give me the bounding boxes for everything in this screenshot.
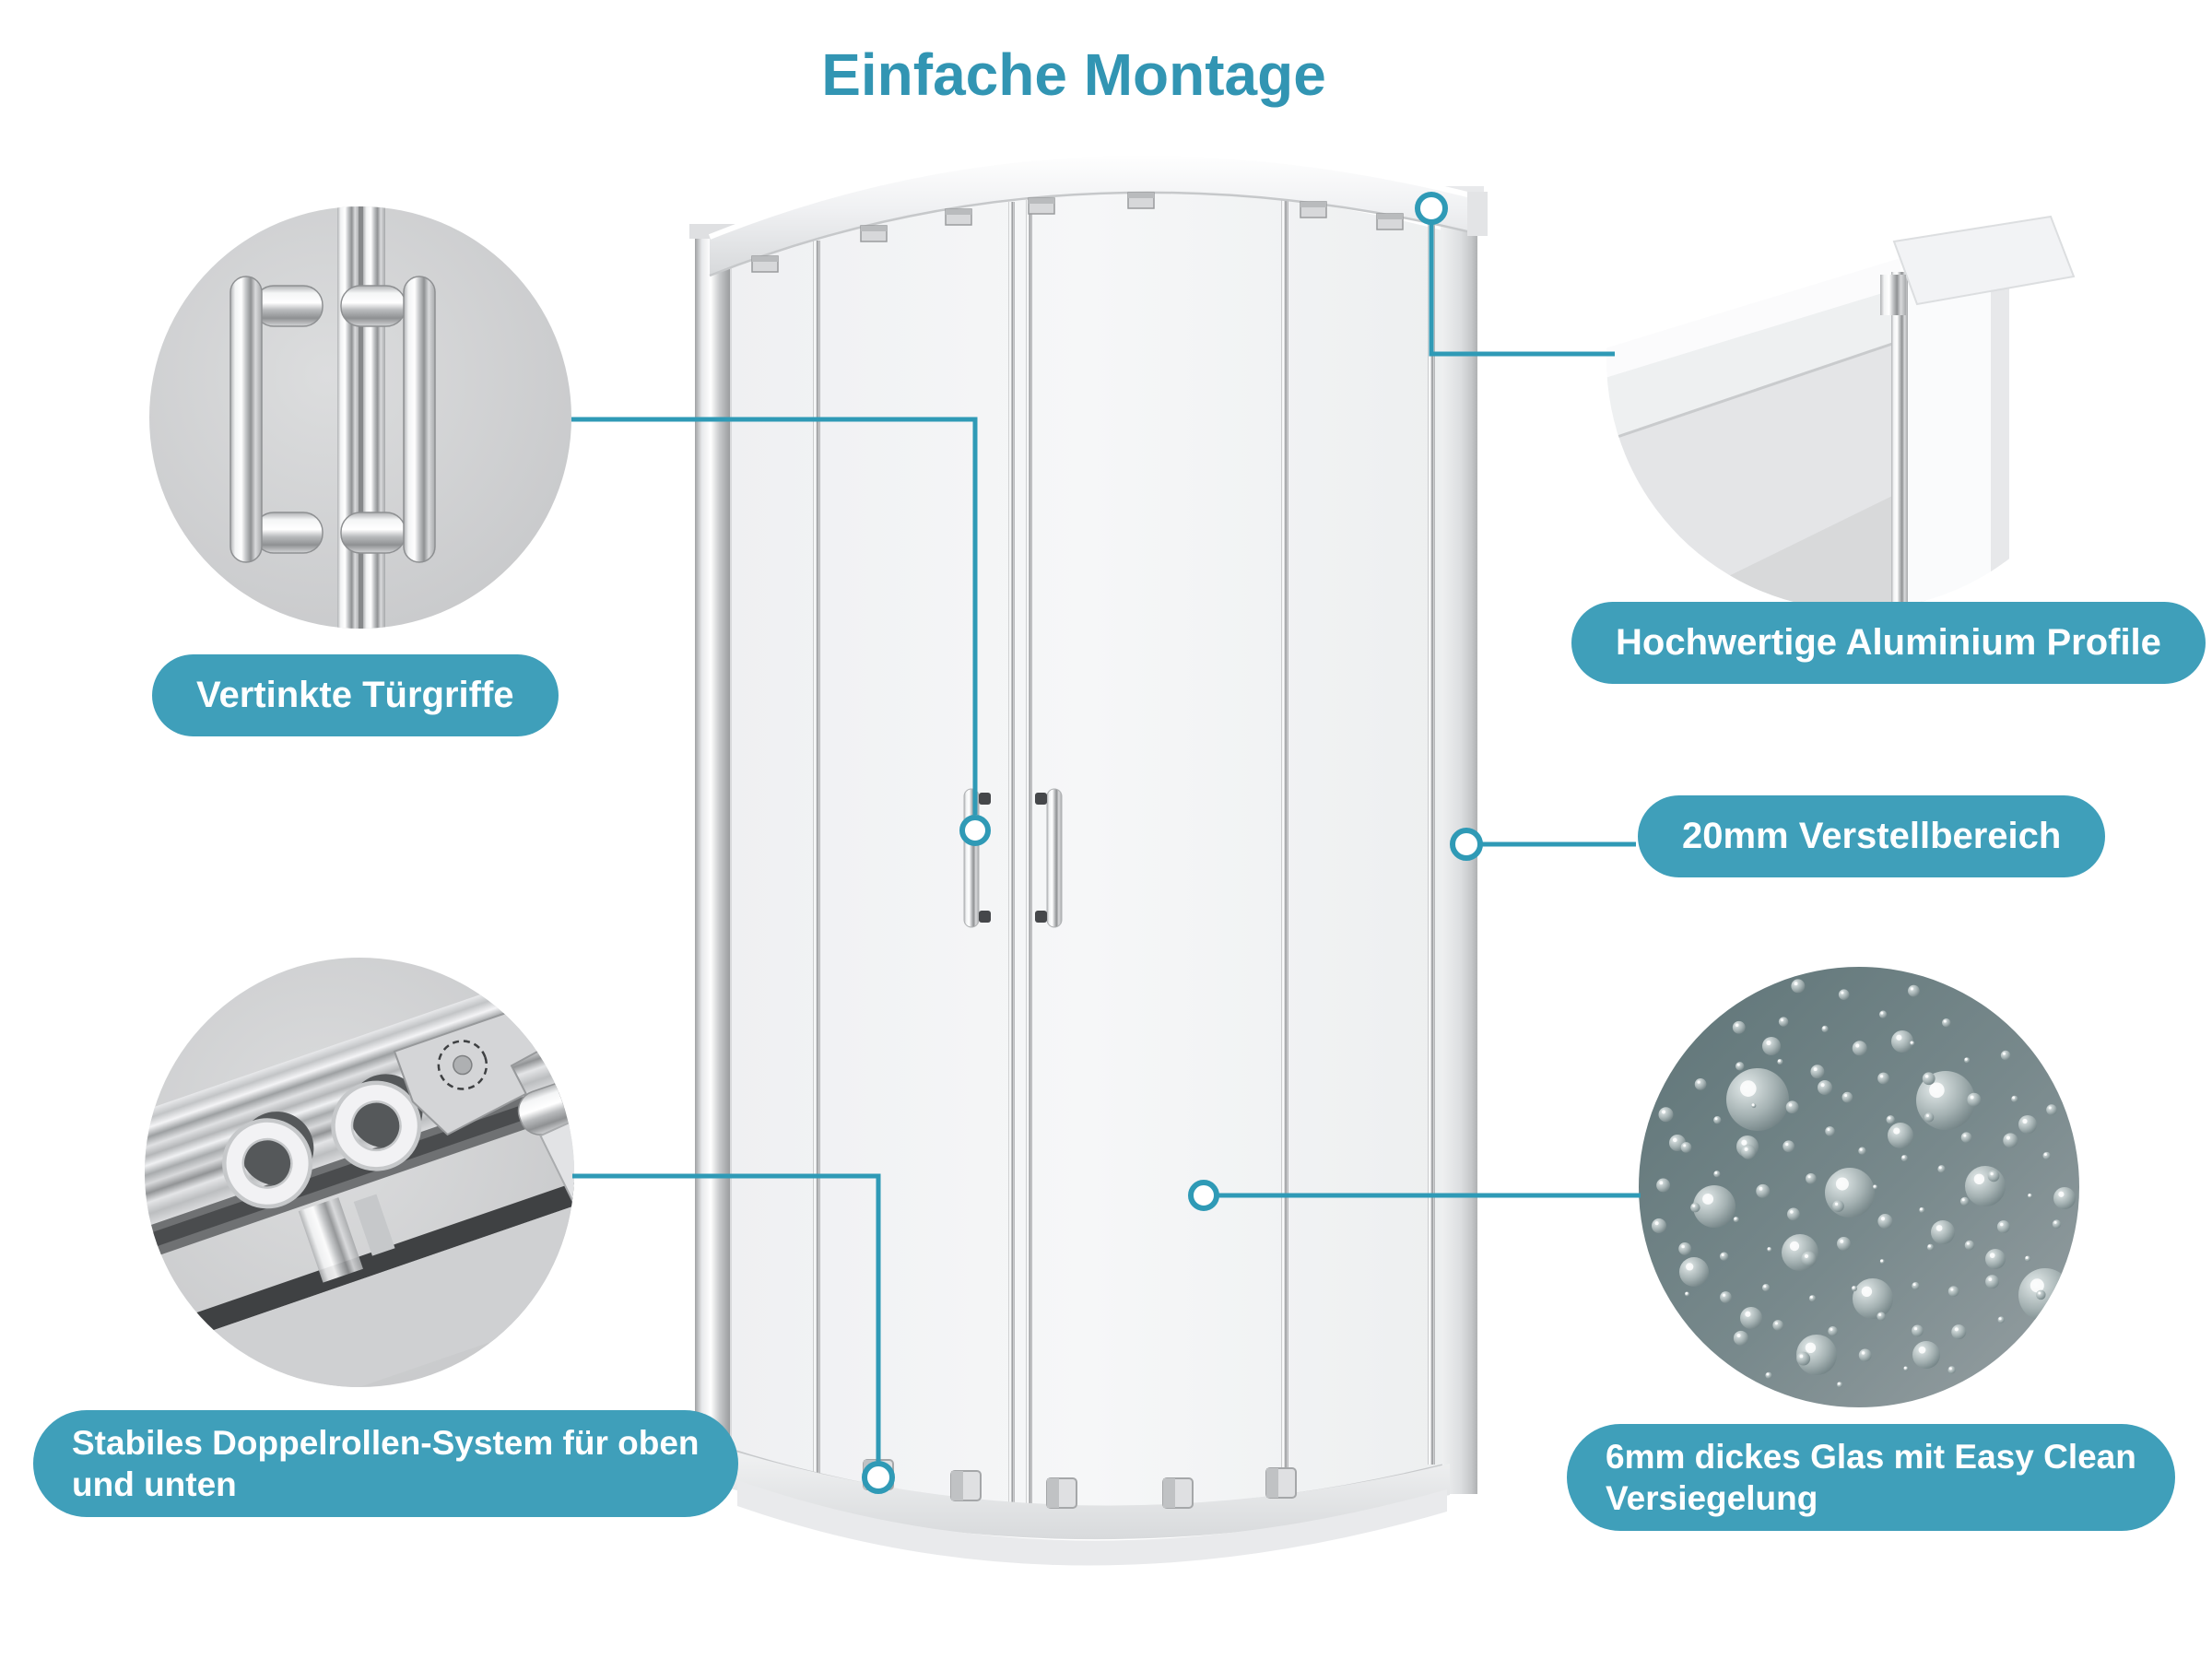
label-adjustment-range-text: 20mm Verstellbereich — [1682, 816, 2062, 856]
connector-handles — [571, 417, 978, 815]
top-rail-end-cap — [1467, 192, 1488, 236]
marker-ring-icon — [1188, 1180, 1219, 1211]
label-easy-clean-glass-line1: 6mm dickes Glas mit Easy Clean — [1606, 1438, 2136, 1476]
connector-profile — [1429, 224, 1615, 357]
bottom-sill-lip — [737, 1480, 1447, 1566]
label-easy-clean-glass: 6mm dickes Glas mit Easy Clean Versiegel… — [1567, 1424, 2175, 1531]
top-rail — [710, 153, 1478, 276]
label-roller-system: Stabiles Doppelrollen-System für oben un… — [33, 1410, 738, 1517]
label-roller-system-line2: und unten — [72, 1465, 237, 1503]
label-roller-system-line1: Stabiles Doppelrollen-System für oben — [72, 1424, 700, 1462]
marker-ring-icon — [862, 1461, 895, 1494]
label-door-handles: Vertinkte Türgriffe — [152, 654, 559, 736]
detail-easy-clean-glass — [1639, 967, 2079, 1407]
profile-chrome-strip — [1891, 272, 1908, 608]
detail-door-handles — [149, 206, 571, 629]
detail-handle-left — [229, 276, 324, 563]
marker-ring-icon — [1415, 192, 1448, 225]
bottom-sill — [714, 1445, 1450, 1540]
glass-panels — [728, 190, 1442, 1508]
label-aluminium-profile-text: Hochwertige Aluminium Profile — [1616, 622, 2161, 663]
detail-aluminium-profile — [1606, 109, 2108, 610]
connector-lines — [571, 224, 1641, 1462]
top-roller-clips — [751, 192, 1404, 273]
callout-markers — [862, 192, 1483, 1494]
detail-roller-system — [145, 958, 574, 1387]
marker-ring-icon — [959, 815, 991, 846]
connector-rollers — [572, 1173, 881, 1462]
label-easy-clean-glass-line2: Versiegelung — [1606, 1479, 1818, 1517]
glass-edge — [145, 1150, 574, 1352]
label-door-handles-text: Vertinkte Türgriffe — [196, 675, 514, 715]
page-title: Einfache Montage — [821, 41, 1326, 108]
label-adjustment-range: 20mm Verstellbereich — [1638, 795, 2106, 877]
label-aluminium-profile: Hochwertige Aluminium Profile — [1571, 602, 2206, 684]
door-handle-right — [1035, 788, 1063, 928]
shower-enclosure — [689, 150, 1488, 1566]
marker-ring-icon — [1450, 828, 1483, 861]
detail-handle-right — [340, 276, 436, 563]
profile-top-cap — [1892, 215, 2076, 306]
left-frame-profile — [695, 230, 730, 1456]
